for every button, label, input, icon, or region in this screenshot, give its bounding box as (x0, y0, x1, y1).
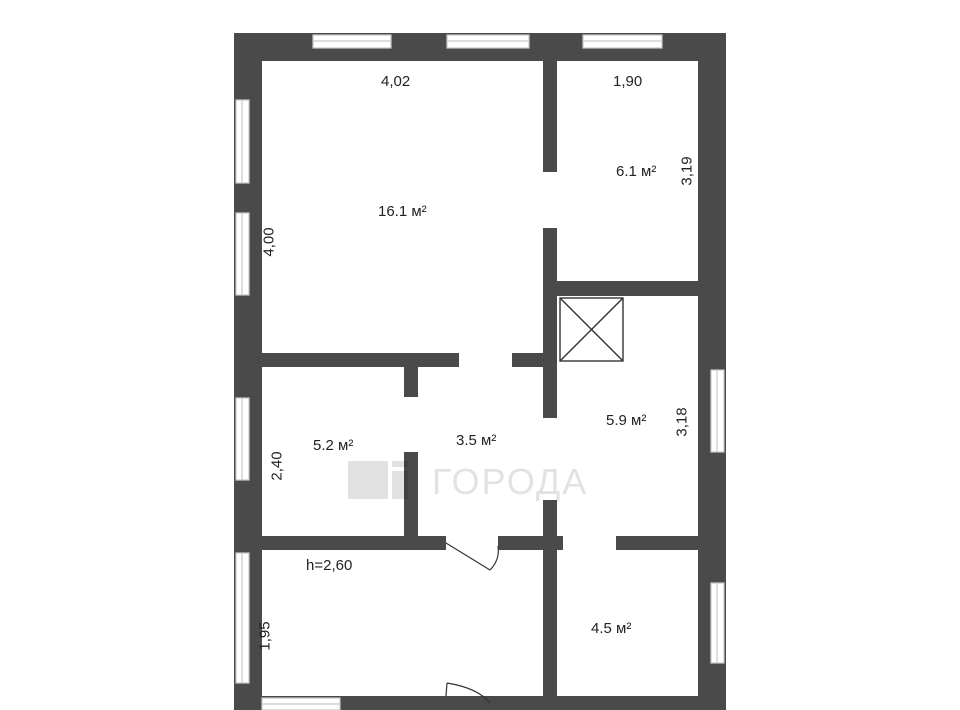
window-left-3 (235, 397, 250, 481)
bath-room-area: 4.5 м² (591, 620, 632, 637)
window-bottom (261, 697, 341, 710)
outer-walls (234, 33, 726, 710)
window-top-2 (446, 34, 530, 49)
bottom-left-room-side-dimension: 1,95 (256, 621, 274, 651)
hall-area: 3.5 м² (456, 432, 497, 449)
window-right-2 (710, 582, 725, 664)
east-room-side-dimension: 3,18 (673, 407, 691, 437)
living-room-top-dimension: 4,02 (381, 73, 411, 90)
window-left-1 (235, 99, 250, 184)
west-room-side-dimension: 2,40 (268, 451, 286, 481)
ventilation-shaft (559, 297, 624, 362)
windows (235, 34, 725, 710)
window-top-1 (312, 34, 392, 49)
watermark: ГОРОДА (348, 455, 618, 505)
east-room-area: 5.9 м² (606, 412, 647, 429)
watermark-logo-icon (348, 461, 408, 499)
interior-walls (262, 55, 702, 700)
ceiling-height: h=2,60 (306, 557, 353, 574)
window-left-4 (235, 552, 250, 684)
west-room-area: 5.2 м² (313, 437, 354, 454)
window-right-1 (710, 369, 725, 453)
door-west-room (445, 542, 499, 571)
small-room-area: 6.1 м² (616, 163, 657, 180)
doors (445, 542, 499, 704)
window-top-3 (582, 34, 663, 49)
living-room-side-dimension: 4,00 (260, 227, 278, 257)
living-room-area: 16.1 м² (378, 203, 427, 220)
watermark-text: ГОРОДА (432, 461, 589, 502)
small-room-side-dimension: 3,19 (678, 156, 696, 186)
window-left-2 (235, 212, 250, 296)
small-room-top-dimension: 1,90 (613, 73, 643, 90)
door-bottom (445, 682, 491, 704)
